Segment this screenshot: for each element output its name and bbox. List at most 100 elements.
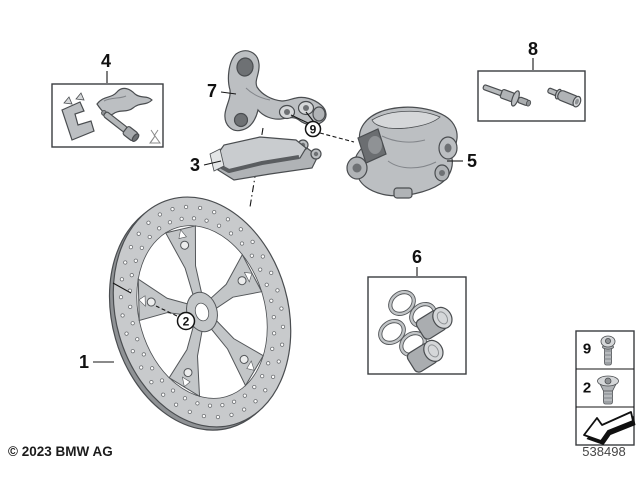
- bracket-boss-hole: [284, 109, 290, 115]
- disc-drill-hole: [229, 412, 234, 417]
- disc-drill-hole: [139, 245, 144, 250]
- disc-drill-hole: [242, 407, 247, 412]
- disc-drill-hole: [159, 378, 165, 383]
- disc-drill-hole: [228, 231, 234, 236]
- disc-mounting-hole: [146, 297, 156, 307]
- caliper-mount-hole: [352, 163, 362, 173]
- caliper-top-face: [371, 110, 441, 129]
- disc-drill-hole: [197, 205, 203, 211]
- callout-4-mounting-kit[interactable]: 4: [101, 51, 111, 71]
- drawing-number: 538498: [582, 444, 625, 459]
- disc-drill-hole: [130, 349, 135, 354]
- legend-label-9[interactable]: 9: [583, 341, 591, 358]
- disc-mounting-hole: [183, 368, 193, 378]
- brake-disc: [108, 196, 292, 431]
- disc-drill-hole: [128, 245, 134, 250]
- caliper-piston: [406, 339, 444, 373]
- caliper-lug-hole: [444, 143, 452, 153]
- disc-drill-hole: [119, 277, 125, 282]
- disc-drill-hole: [161, 392, 166, 397]
- disc-drill-hole: [195, 401, 200, 406]
- disc-drill-hole: [149, 380, 154, 385]
- retaining-plate-tab: [75, 92, 85, 101]
- arrow-face: [583, 411, 634, 442]
- caliper-piston-hint: [368, 136, 382, 154]
- disc-drill-hole: [275, 288, 280, 293]
- leader-disc-edge: [112, 282, 132, 294]
- disc-drill-hole: [276, 359, 281, 364]
- callout-2-circled[interactable]: 2: [176, 311, 196, 331]
- caliper-bracket: [224, 50, 327, 132]
- disc-drill-hole: [225, 217, 231, 222]
- disc-drill-hole: [136, 231, 141, 236]
- guide-pin-kit: [477, 70, 586, 122]
- callout-9-circled[interactable]: 9: [304, 120, 322, 138]
- disc-drill-hole: [220, 403, 225, 408]
- o-ring-seal: [378, 319, 406, 345]
- callout-9-circle[interactable]: [304, 120, 322, 138]
- disc-mounting-hole: [237, 276, 247, 286]
- legend-label-2[interactable]: 2: [583, 380, 591, 397]
- callout-5-caliper[interactable]: 5: [467, 151, 477, 171]
- pad-end-clip: [209, 148, 225, 172]
- piston-face: [432, 306, 453, 329]
- guide-pin: [482, 84, 532, 107]
- callout-6-repair-kit[interactable]: 6: [412, 247, 422, 267]
- disc-drill-hole: [264, 282, 269, 287]
- piston-face-ring: [427, 344, 440, 358]
- callout-2-label[interactable]: 2: [183, 315, 190, 329]
- disc-spoke-cutout: [181, 376, 191, 388]
- pin-bore: [131, 133, 140, 143]
- bracket-contour: [245, 87, 271, 101]
- leader-2-dashed: [155, 305, 178, 317]
- callout-8-guide-pin-kit[interactable]: 8: [528, 39, 538, 59]
- piston-face: [423, 339, 444, 362]
- disc-drill-hole: [266, 361, 271, 366]
- disc-drill-hole: [212, 210, 217, 215]
- pad-mounting-kit: [51, 83, 164, 148]
- retaining-plate: [61, 101, 95, 141]
- disc-drill-hole: [128, 304, 133, 309]
- callout-7-bracket[interactable]: 7: [207, 81, 217, 101]
- disc-spoke-cutout: [138, 295, 146, 307]
- disc-drill-hole: [120, 313, 125, 318]
- bracket-upper-hole: [236, 57, 254, 77]
- bracket-boss-hole: [303, 105, 309, 111]
- disc-drill-hole: [124, 331, 129, 336]
- callout-1-disc[interactable]: 1: [79, 352, 89, 372]
- brake-caliper: [346, 106, 458, 199]
- disc-spoke-cutout: [178, 229, 187, 239]
- copyright-text: © 2023 BMW AG: [8, 444, 113, 459]
- disc-drill-hole: [207, 403, 213, 408]
- disc-drill-hole: [157, 226, 162, 231]
- callout-9-label[interactable]: 9: [310, 123, 317, 137]
- callout-3-brake-pads[interactable]: 3: [190, 155, 200, 175]
- callout-2-circle[interactable]: [176, 311, 196, 331]
- brake-pad-set: [209, 136, 322, 181]
- disc-mounting-hole: [239, 354, 249, 364]
- disc-drill-hole: [187, 409, 192, 414]
- disc-drill-hole: [215, 414, 221, 420]
- caliper-piston: [415, 306, 453, 340]
- disc-drill-hole: [157, 212, 162, 217]
- retaining-plate-tab: [63, 96, 73, 105]
- leader-9a: [290, 114, 309, 124]
- disc-drill-hole: [279, 306, 284, 311]
- caliper-contour: [381, 135, 426, 143]
- disc-drill-hole: [252, 384, 257, 390]
- disc-mounting-hole: [180, 240, 190, 250]
- anti-rattle-spring: [96, 87, 153, 116]
- leader-9b: [305, 111, 315, 123]
- disc-carrier-spokes: [137, 225, 264, 398]
- sleeve-bore: [574, 98, 579, 105]
- disc-drill-hole: [183, 204, 189, 210]
- bracket-lower-hole: [233, 112, 249, 128]
- disc-drill-hole: [141, 352, 146, 357]
- o-ring-seal: [388, 290, 416, 316]
- disc-drill-hole: [167, 220, 173, 225]
- disc-drill-hole: [253, 399, 258, 404]
- disc-drill-hole: [260, 374, 265, 379]
- disc-drill-hole: [270, 374, 276, 379]
- disc-drill-hole: [173, 402, 179, 407]
